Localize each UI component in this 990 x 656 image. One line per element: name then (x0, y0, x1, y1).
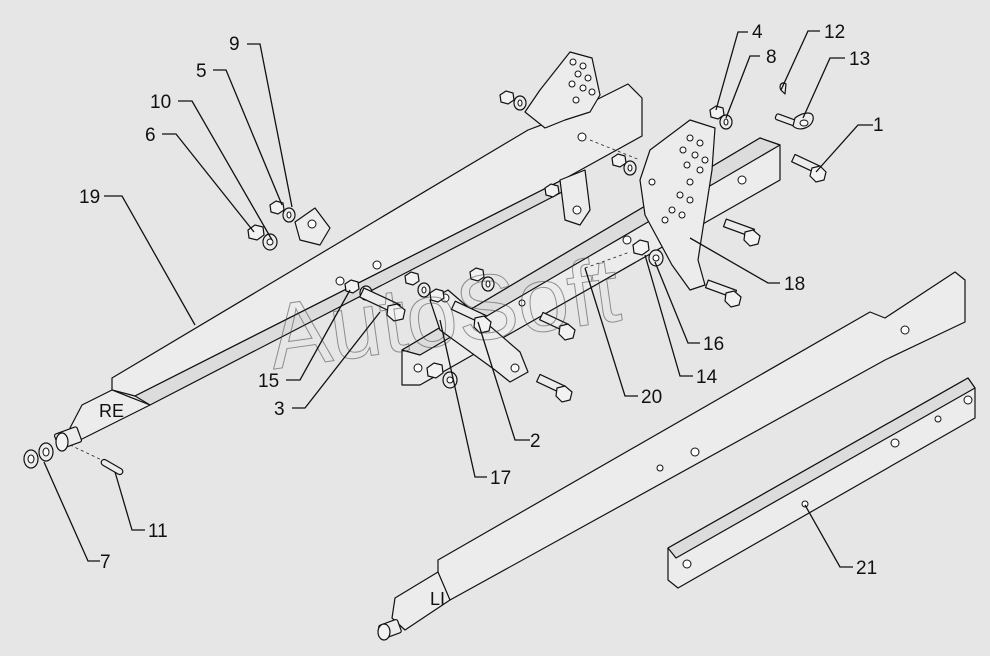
callout-6: 6 (145, 125, 156, 146)
leader-lines (43, 30, 873, 568)
callout-2: 2 (530, 431, 541, 452)
callout-16: 16 (703, 334, 724, 355)
bolts (359, 82, 827, 403)
lug-small (294, 207, 331, 246)
flat-bar-21 (667, 377, 976, 589)
callout-3: 3 (274, 399, 285, 420)
callout-18: 18 (784, 274, 805, 295)
pin-end-right (53, 426, 83, 452)
bracket-18 (639, 119, 716, 291)
callout-19: 19 (79, 187, 100, 208)
callout-11: 11 (148, 521, 168, 542)
callout-21: 21 (856, 558, 877, 579)
pin-end-left (377, 618, 402, 641)
side-label-right: RE (99, 401, 124, 421)
bracket-upper (524, 51, 601, 226)
callout-8: 8 (766, 47, 777, 68)
nuts-and-washers (247, 90, 733, 389)
callout-14: 14 (696, 367, 718, 388)
callout-20: 20 (641, 387, 662, 408)
washers-7 (23, 442, 54, 469)
callout-4: 4 (752, 22, 763, 43)
side-label-left: LI (430, 589, 445, 609)
arm-left (391, 271, 966, 631)
callout-13: 13 (849, 49, 870, 70)
cotter-pin-11 (69, 444, 124, 476)
callout-15: 15 (258, 371, 279, 392)
callout-5: 5 (196, 61, 207, 82)
lug-plate-17 (429, 289, 529, 383)
callout-17: 17 (490, 468, 511, 489)
callout-12: 12 (824, 22, 845, 43)
callout-9: 9 (229, 34, 240, 55)
callout-7: 7 (100, 552, 111, 573)
callout-10: 10 (150, 92, 171, 113)
callout-1: 1 (873, 115, 884, 136)
callout-labels: 1 2 3 4 5 6 7 8 9 10 11 12 13 14 15 16 1… (79, 22, 884, 579)
